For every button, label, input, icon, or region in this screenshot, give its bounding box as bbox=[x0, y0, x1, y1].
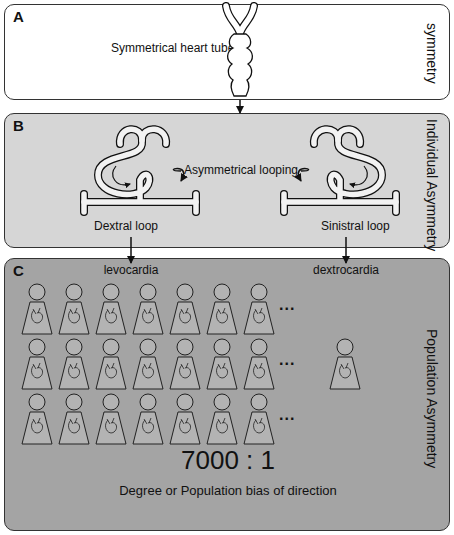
ellipsis-mark: ... bbox=[279, 406, 295, 424]
ratio-caption: Degree or Population bias of direction bbox=[5, 483, 451, 499]
outcome-label: levocardia bbox=[96, 263, 166, 277]
caption-text: Symmetrical heart tube bbox=[111, 41, 234, 55]
ellipsis-mark: ... bbox=[279, 351, 295, 369]
panel-letter: B bbox=[13, 117, 24, 135]
panel: B Individual Asymmetry Asymmetrical loopin… bbox=[4, 113, 450, 248]
panel: C Population Asymmetry7000 : 1 Degree or P… bbox=[4, 258, 450, 531]
ellipsis-mark: ... bbox=[279, 296, 295, 314]
step-label: Asymmetrical looping bbox=[181, 163, 301, 177]
side-title: symmetry bbox=[423, 15, 440, 91]
loop-box: Dextral loop bbox=[76, 119, 181, 237]
panel-letter: A bbox=[13, 8, 24, 26]
panel-letter: C bbox=[13, 262, 24, 280]
outcome-box: levocardia bbox=[96, 263, 166, 279]
loop-label: Sinistral loop bbox=[321, 219, 390, 233]
ratio-text: 7000 : 1 bbox=[5, 445, 451, 476]
panel: A Symmetrical heart tube symmetry bbox=[4, 4, 450, 100]
loop-box: Sinistral loop bbox=[301, 119, 411, 237]
flow-arrow bbox=[239, 100, 241, 113]
loop-label: Dextral loop bbox=[94, 219, 158, 233]
step-label-box: Asymmetrical looping bbox=[181, 163, 301, 179]
side-title: Individual Asymmetry bbox=[423, 119, 440, 244]
outcome-label: dextrocardia bbox=[306, 263, 386, 277]
outcome-box: dextrocardia bbox=[306, 263, 386, 279]
side-title: Population Asymmetry bbox=[423, 289, 440, 509]
